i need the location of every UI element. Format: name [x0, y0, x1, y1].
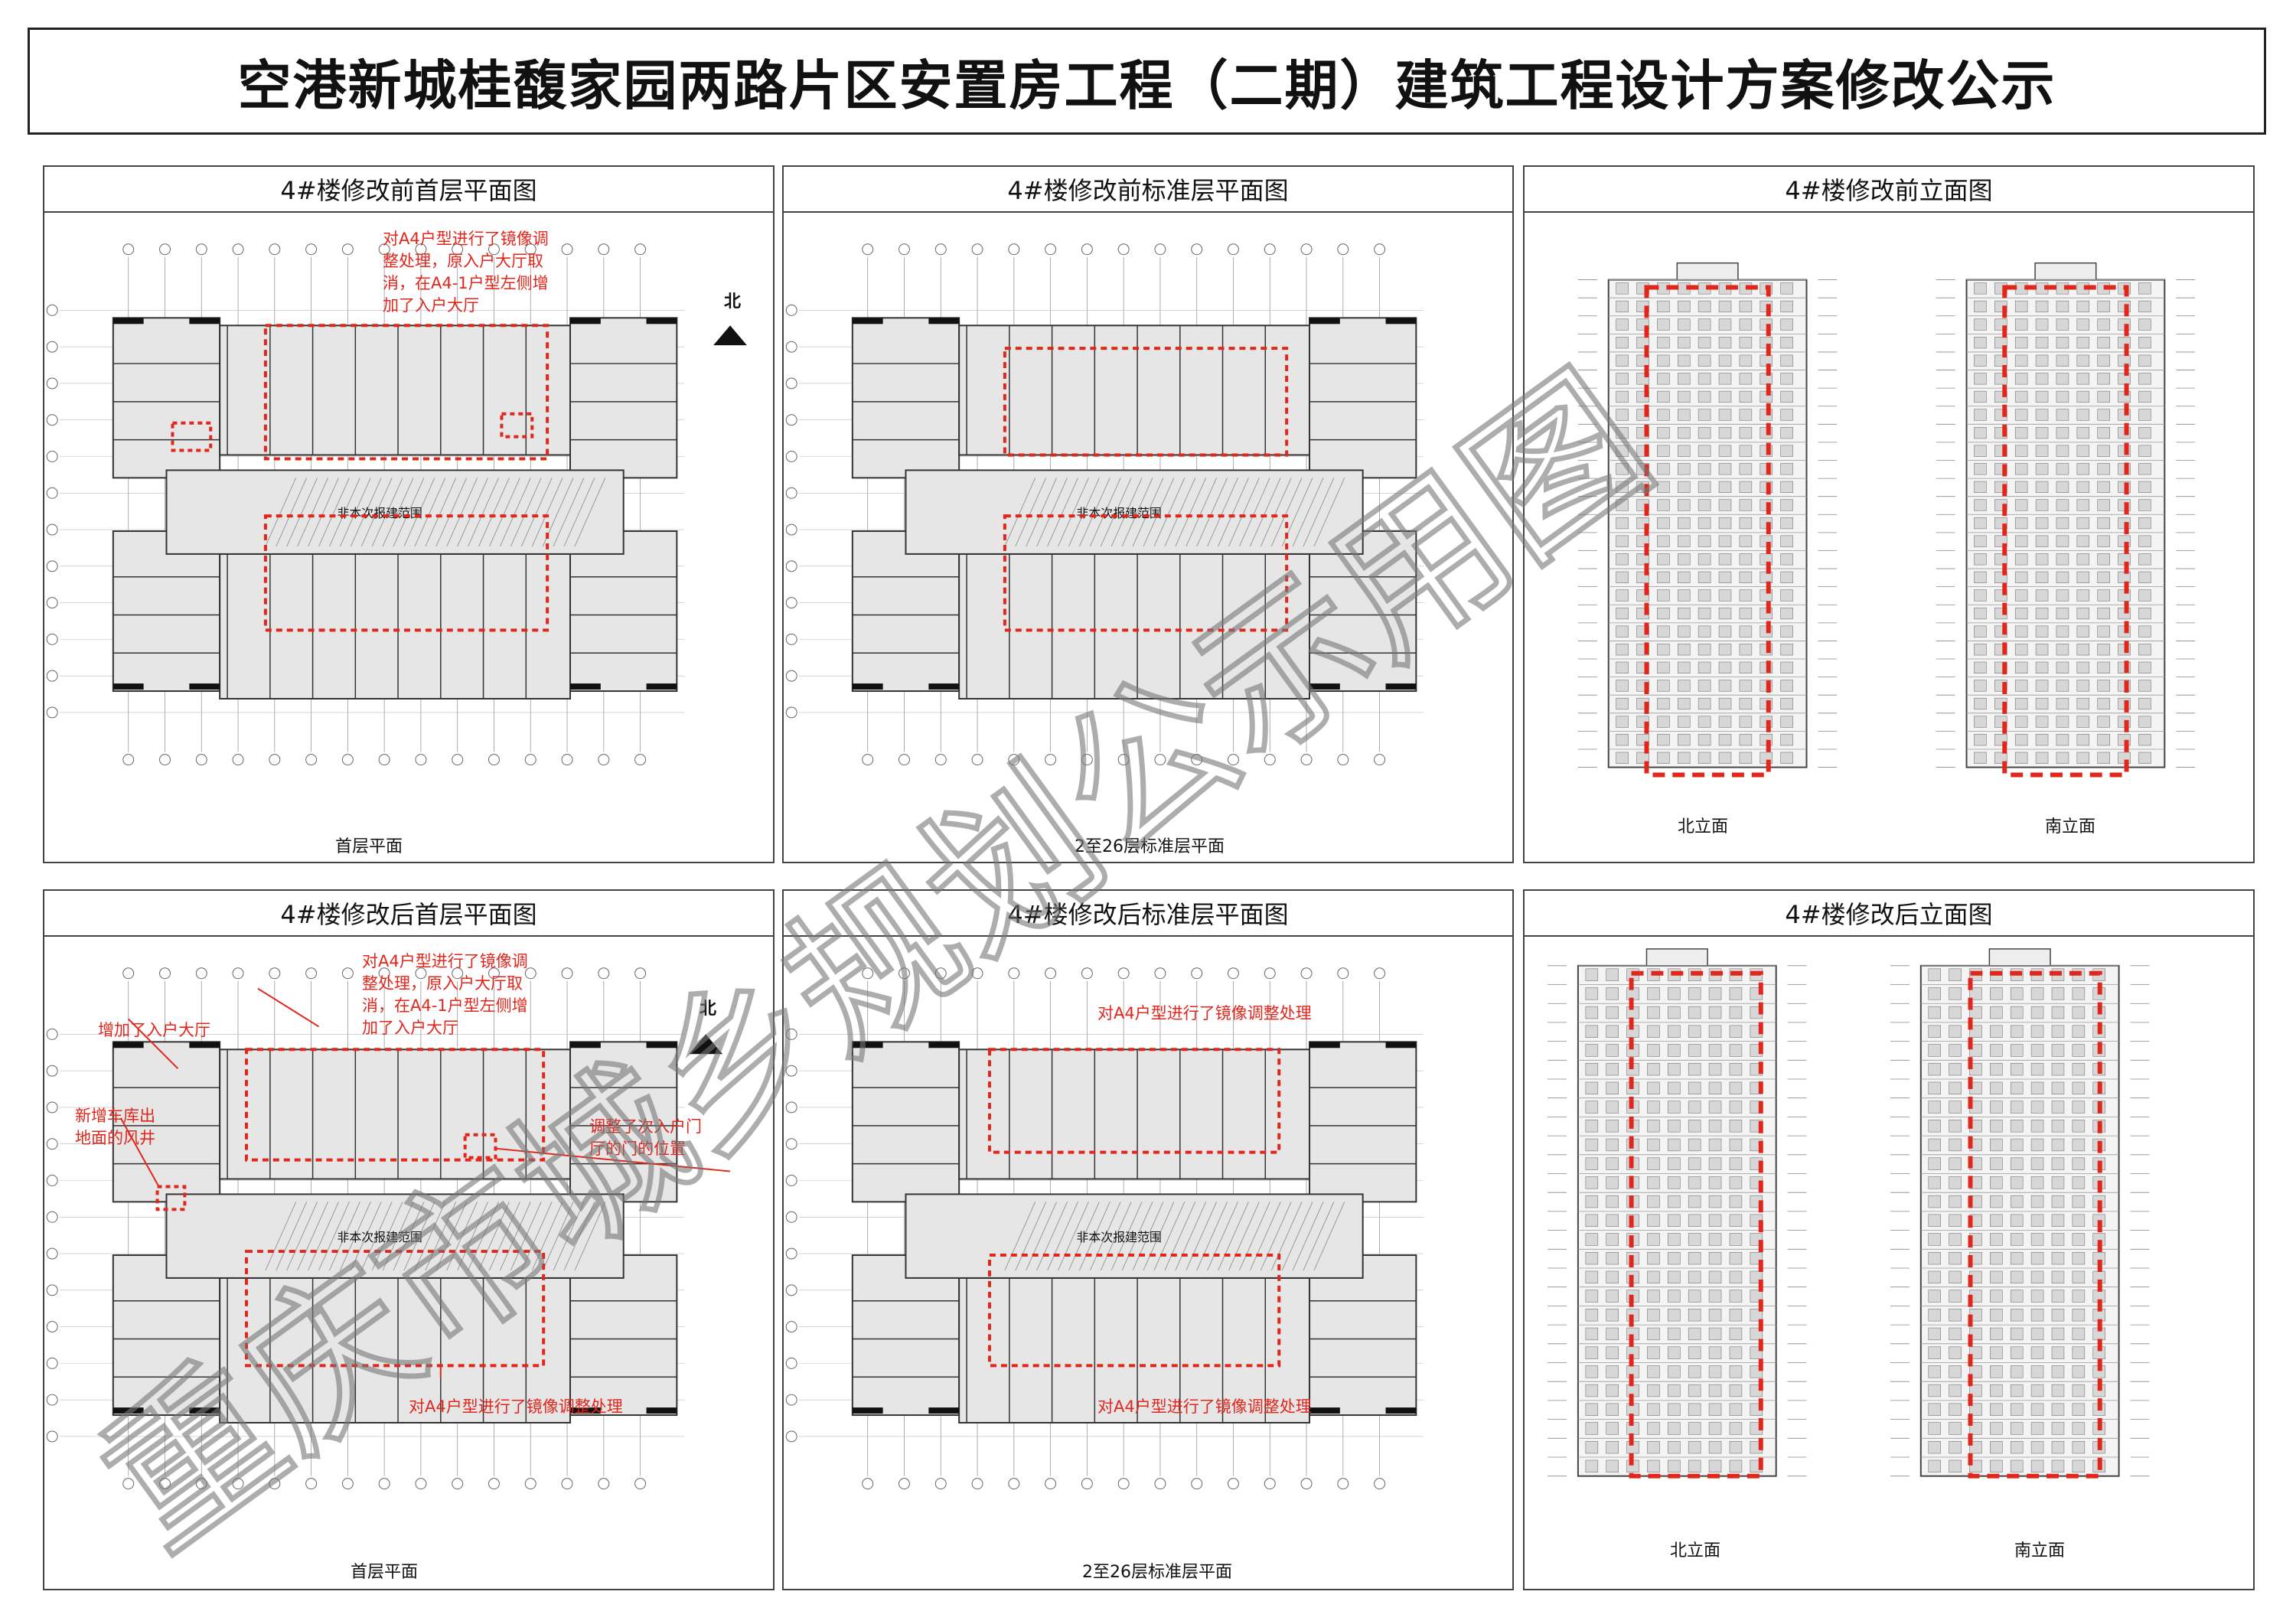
- panel-before-standard-floor: 4#楼修改前标准层平面图 非本次报建范围 2至26层标准层平面: [782, 165, 1514, 863]
- north-elevation-graphic: [1577, 262, 1838, 768]
- panel-after-standard-floor: 4#楼修改后标准层平面图 非本次报建范围 对A4户型进行了镜像调整处理 对A4户…: [782, 889, 1514, 1590]
- change-note-bottom: 对A4户型进行了镜像调整处理: [409, 1397, 623, 1416]
- south-elevation-graphic: [1936, 262, 2196, 768]
- drawing-area: 非本次报建范围 2至26层标准层平面: [784, 211, 1512, 862]
- drawing-area: 非本次报建范围 对A4户型进行了镜像调整处理，原入户大厅取消，在A4-1户型左侧…: [44, 211, 773, 862]
- north-label: 北: [700, 1000, 717, 1019]
- north-label: 北: [724, 292, 742, 311]
- plan-caption: 2至26层标准层平面: [1082, 1563, 1232, 1582]
- elevation-drawing: [1577, 262, 2196, 778]
- svg-text:非本次报建范围: 非本次报建范围: [337, 1230, 422, 1244]
- drawing-area: 北立面 南立面: [1525, 935, 2253, 1589]
- panel-header: 4#楼修改后立面图: [1525, 891, 2253, 937]
- floor-plan-drawing: 非本次报建范围: [46, 243, 747, 766]
- panel-header: 4#楼修改前标准层平面图: [784, 167, 1512, 213]
- panel-header: 4#楼修改前立面图: [1525, 167, 2253, 213]
- panel-header: 4#楼修改后首层平面图: [44, 891, 773, 937]
- change-note-top: 对A4户型进行了镜像调整处理: [1097, 1004, 1312, 1022]
- plan-caption: 2至26层标准层平面: [1075, 837, 1225, 856]
- title-box: 空港新城桂馥家园两路片区安置房工程（二期）建筑工程设计方案修改公示: [28, 28, 2266, 135]
- svg-text:非本次报建范围: 非本次报建范围: [1076, 1230, 1161, 1244]
- north-elevation-graphic: [1548, 948, 1807, 1477]
- plan-graphic: 非本次报建范围: [785, 967, 1424, 1490]
- panel-after-elevation: 4#楼修改后立面图 北立面 南立面: [1523, 889, 2255, 1590]
- vent-well-note: 新增车库出地面的风井: [75, 1107, 155, 1147]
- door-note: 调整了次入户门厅的门的位置: [589, 1117, 702, 1158]
- drawing-area: 北立面 南立面: [1525, 211, 2253, 862]
- panel-header: 4#楼修改后标准层平面图: [784, 891, 1512, 937]
- drawing-area: 非本次报建范围 对A4户型进行了镜像调整处理，原入户大厅取消，在A4-1户型左侧…: [44, 935, 773, 1589]
- south-elevation-caption: 南立面: [2045, 817, 2096, 836]
- change-note: 对A4户型进行了镜像调整处理，原入户大厅取消，在A4-1户型左侧增加了入户大厅: [383, 230, 549, 315]
- panel-header: 4#楼修改前首层平面图: [44, 167, 773, 213]
- panel-before-elevation: 4#楼修改前立面图 北立面 南立面: [1523, 165, 2255, 863]
- plan-caption: 首层平面: [335, 837, 403, 856]
- north-elevation-caption: 北立面: [1678, 817, 1729, 836]
- north-elevation-caption: 北立面: [1670, 1541, 1721, 1560]
- plan-caption: 首层平面: [351, 1563, 419, 1582]
- south-elevation-caption: 南立面: [2014, 1541, 2066, 1560]
- floor-plan-drawing: 非本次报建范围: [785, 243, 1424, 766]
- change-note-top: 对A4户型进行了镜像调整处理，原入户大厅取消，在A4-1户型左侧增加了入户大厅: [362, 952, 528, 1037]
- elevation-drawing: [1548, 948, 2150, 1479]
- drawing-area: 非本次报建范围 对A4户型进行了镜像调整处理 对A4户型进行了镜像调整处理 2至…: [784, 935, 1512, 1589]
- svg-text:非本次报建范围: 非本次报建范围: [1076, 506, 1161, 520]
- north-arrow-icon: [689, 1034, 723, 1055]
- floor-plan-drawing: 非本次报建范围: [785, 967, 1424, 1490]
- panel-before-ground-floor: 4#楼修改前首层平面图 非本次报建范围 对A4户型进行了镜像调整处理，原入户大厅…: [43, 165, 775, 863]
- change-note-bottom: 对A4户型进行了镜像调整处理: [1097, 1397, 1312, 1416]
- panel-after-ground-floor: 4#楼修改后首层平面图 非本次报建范围 对A4户型进行了镜像调整处理，原入户大厅…: [43, 889, 775, 1590]
- plan-graphic: 非本次报建范围: [46, 243, 685, 766]
- floor-plan-drawing: 非本次报建范围: [46, 967, 731, 1490]
- plan-graphic: 非本次报建范围: [785, 243, 1424, 766]
- south-elevation-graphic: [1890, 948, 2150, 1477]
- plan-graphic: 非本次报建范围: [46, 967, 685, 1490]
- north-arrow-icon: [713, 325, 747, 346]
- lobby-note: 增加了入户大厅: [98, 1021, 210, 1039]
- page-title: 空港新城桂馥家园两路片区安置房工程（二期）建筑工程设计方案修改公示: [237, 54, 2056, 117]
- svg-text:非本次报建范围: 非本次报建范围: [337, 506, 422, 520]
